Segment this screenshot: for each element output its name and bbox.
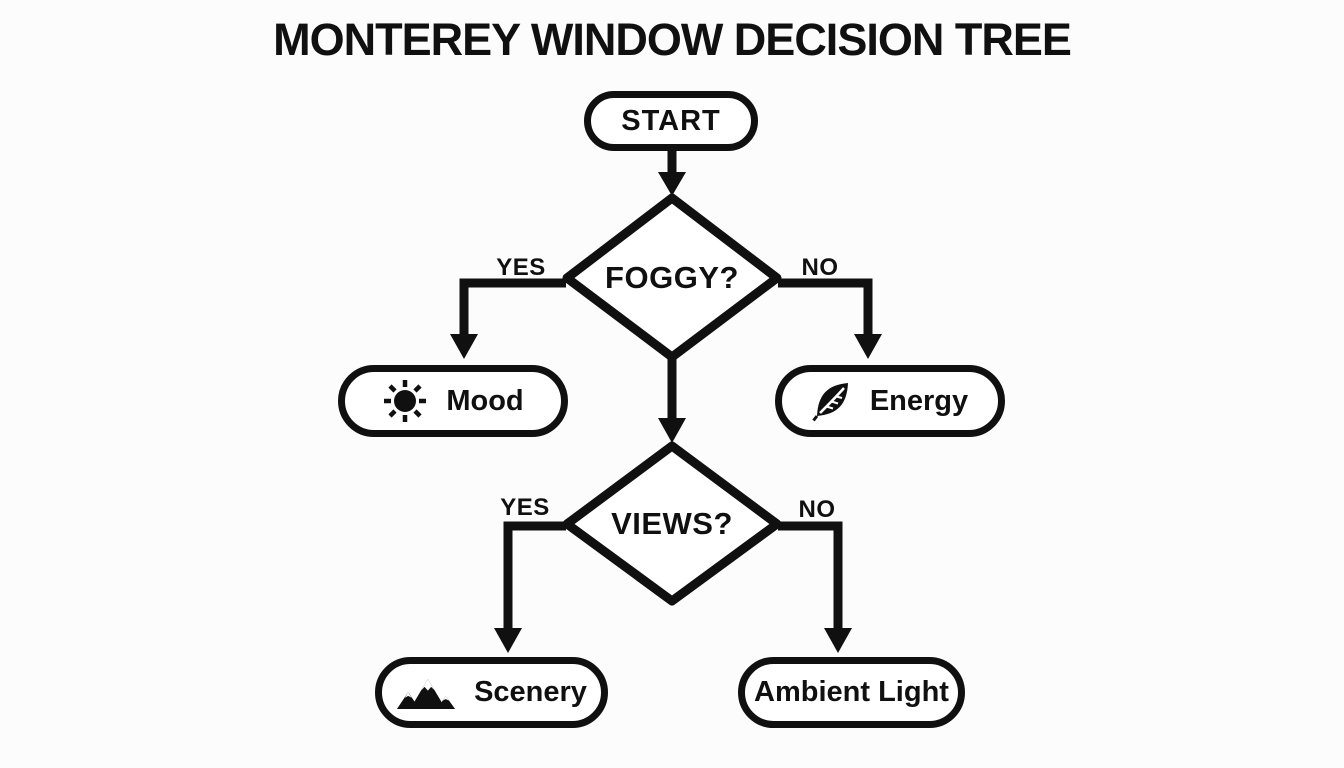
edge-label-foggy-no: NO bbox=[801, 254, 839, 281]
mountain-icon bbox=[396, 674, 456, 712]
decision-views-label: VIEWS? bbox=[611, 506, 733, 541]
diagram-title: MONTEREY WINDOW DECISION TREE bbox=[273, 14, 1072, 65]
edge-views-yes bbox=[494, 521, 566, 653]
decision-foggy-shape bbox=[562, 193, 782, 362]
edge-foggy-yes bbox=[450, 278, 566, 359]
edge-views-no bbox=[778, 521, 852, 653]
edge-foggy-no bbox=[778, 278, 882, 359]
decision-foggy-label: FOGGY? bbox=[605, 260, 739, 295]
edge-start-to-foggy bbox=[658, 150, 686, 196]
node-mood: Mood bbox=[338, 365, 568, 437]
node-scenery: Scenery bbox=[375, 657, 608, 728]
node-start: START bbox=[584, 91, 758, 151]
node-energy: Energy bbox=[775, 365, 1005, 437]
scenery-label: Scenery bbox=[474, 676, 587, 708]
decision-views-shape bbox=[562, 441, 782, 606]
sun-icon bbox=[382, 378, 428, 424]
edge-label-foggy-yes: YES bbox=[496, 254, 546, 281]
leaf-icon bbox=[812, 380, 852, 422]
energy-label: Energy bbox=[869, 384, 969, 417]
start-label: START bbox=[621, 104, 721, 137]
mood-label: Mood bbox=[446, 384, 524, 417]
edge-foggy-to-views bbox=[658, 358, 686, 443]
edge-label-views-no: NO bbox=[798, 496, 836, 523]
edge-label-views-yes: YES bbox=[500, 494, 550, 521]
node-ambient-light: Ambient Light bbox=[738, 657, 965, 728]
ambient-light-label: Ambient Light bbox=[754, 676, 949, 708]
